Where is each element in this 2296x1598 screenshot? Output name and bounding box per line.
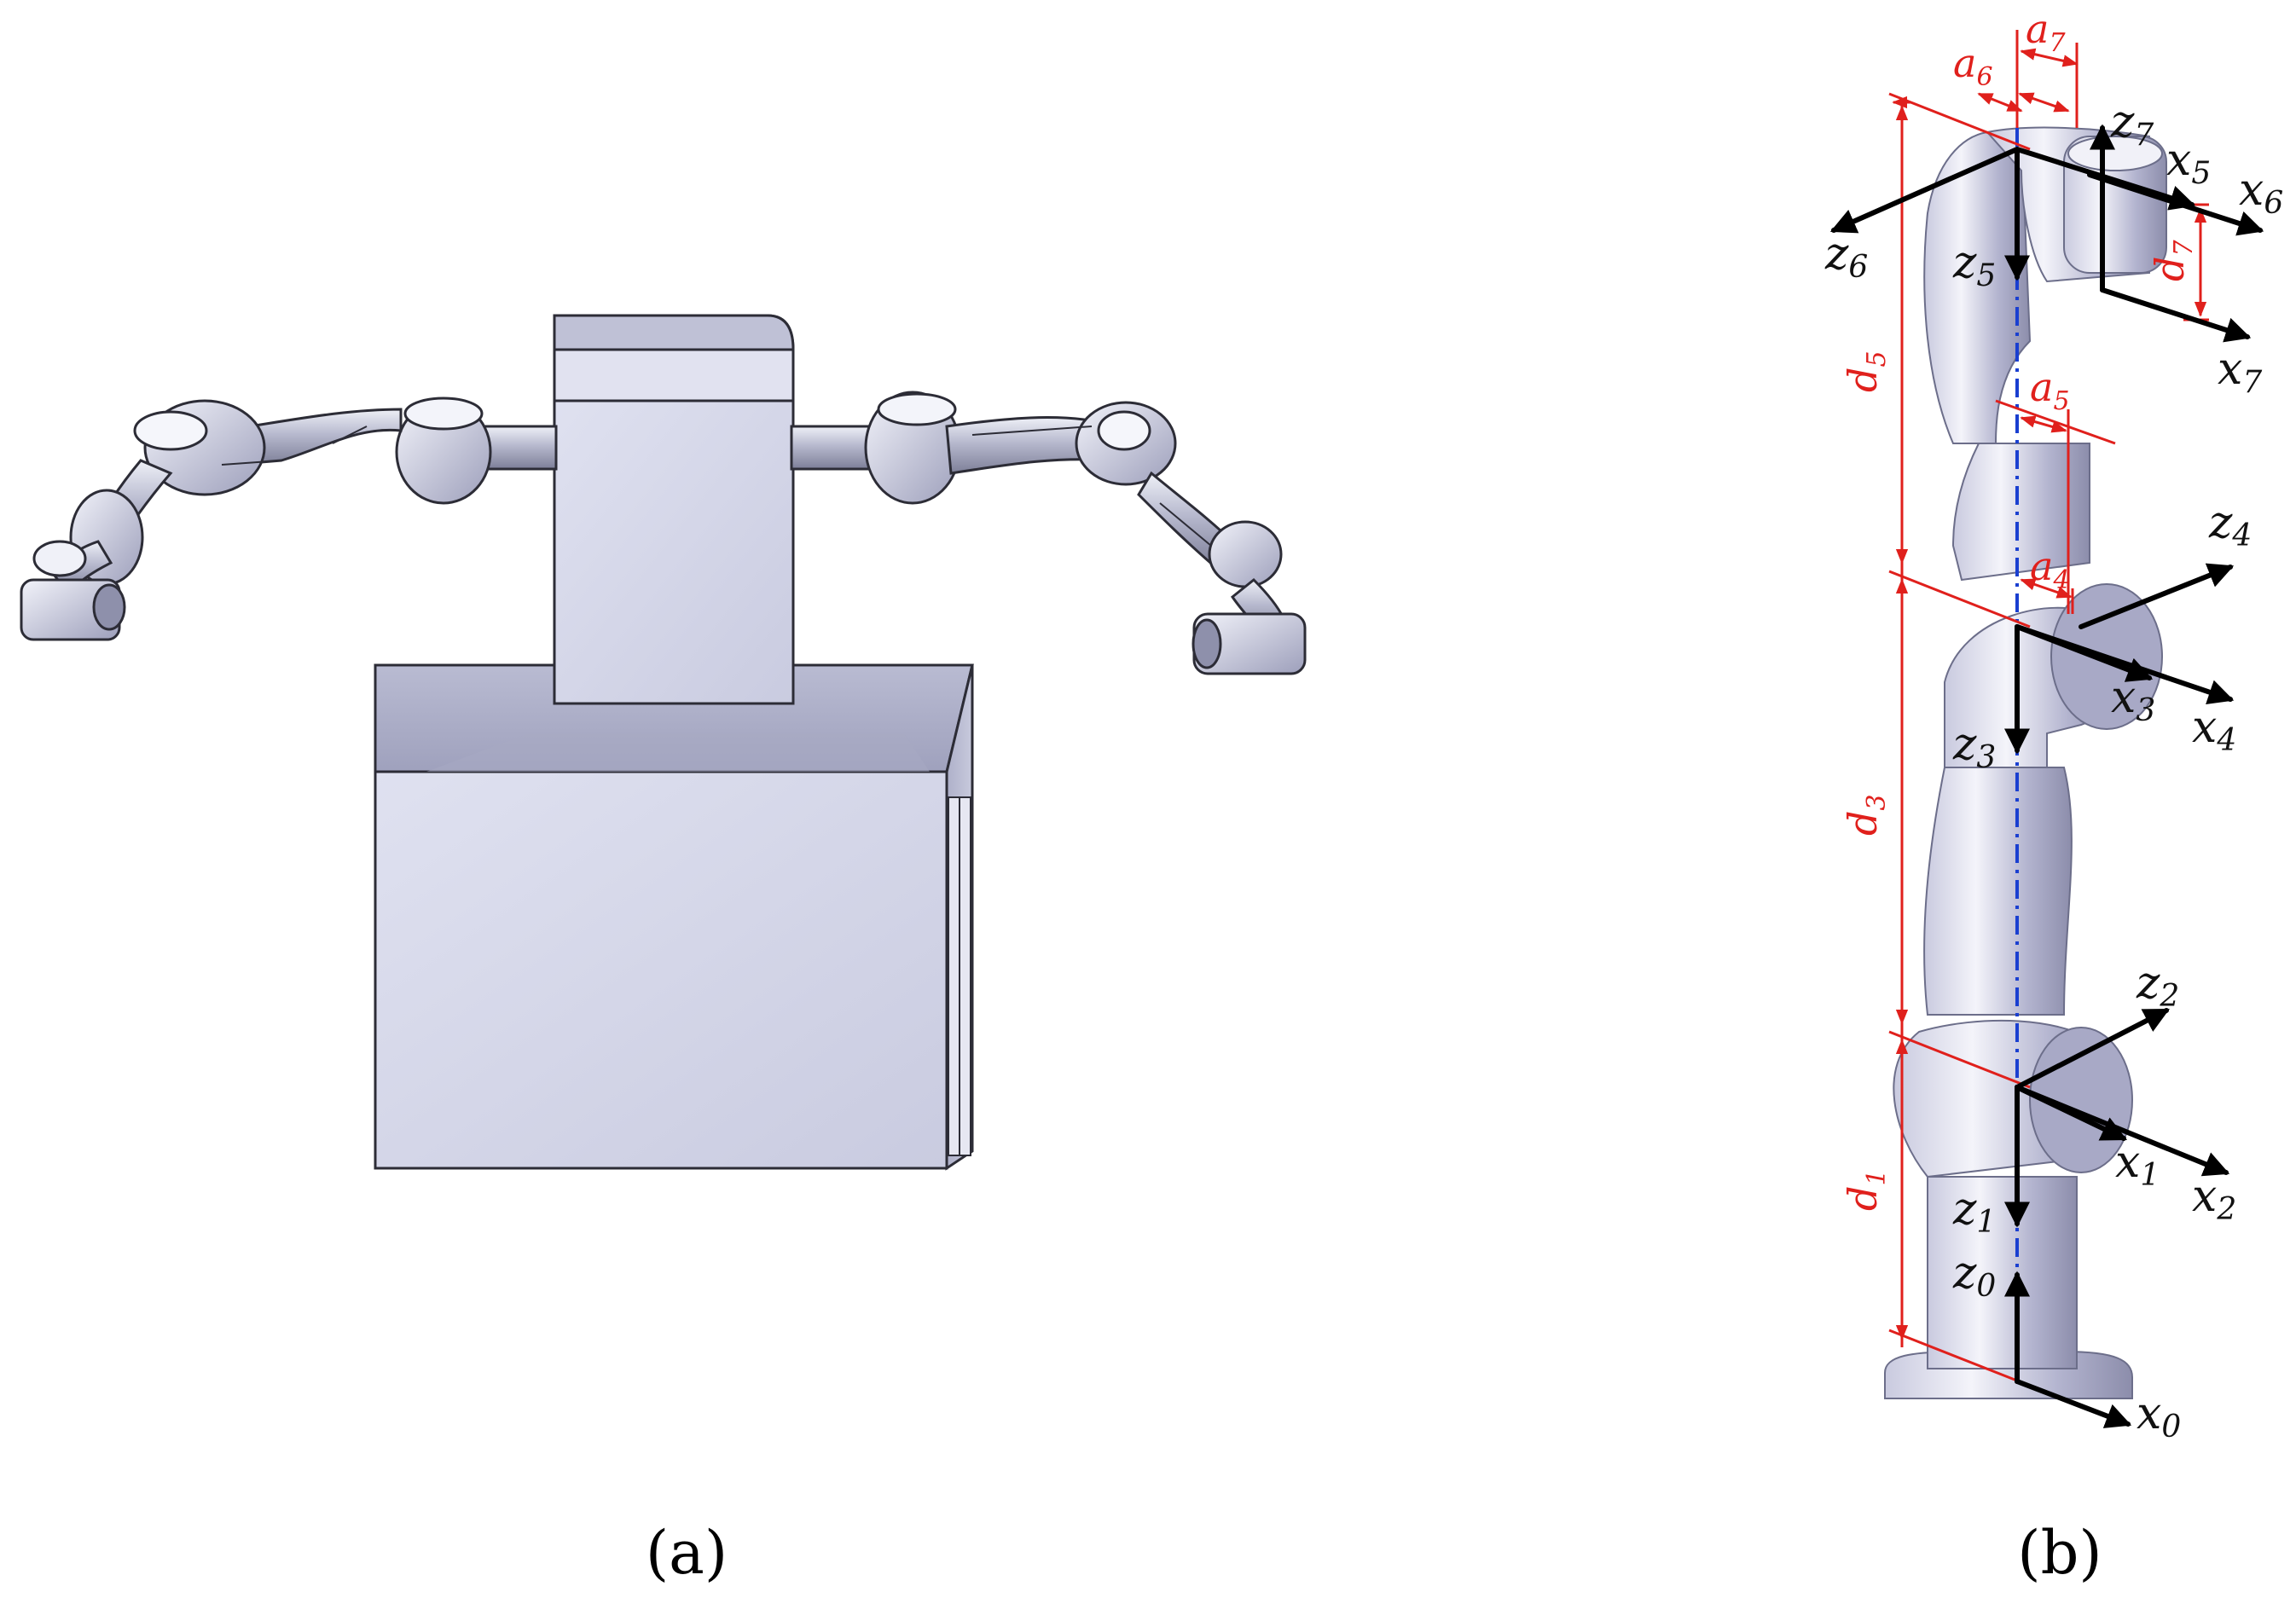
single-arm-body: [1884, 126, 2167, 1399]
axis-z6: [1829, 147, 2020, 234]
label-a7: a7: [2026, 6, 2066, 58]
label-a6: a6: [1953, 40, 1993, 92]
label-z6: z6: [1824, 229, 1868, 285]
axis-x6: [2087, 172, 2264, 236]
axis-x0: [2015, 1379, 2132, 1428]
label-x7: x7: [2218, 344, 2262, 400]
label-d5: d5: [1840, 350, 1892, 392]
axis-x2: [2015, 1085, 2230, 1177]
caption-b: (b): [2017, 1518, 2102, 1588]
robot-right-arm: [790, 391, 1307, 675]
label-z1: z1: [1952, 1184, 1996, 1240]
robot-cabinet-base: [374, 663, 974, 1171]
label-x2: x2: [2192, 1171, 2236, 1227]
axis-z4: [2079, 563, 2235, 629]
label-x5: x5: [2166, 135, 2211, 191]
label-z4: z4: [2208, 497, 2252, 553]
label-x0: x0: [2137, 1388, 2181, 1445]
dimension-lines: [1888, 30, 2209, 1387]
robot-torso: [553, 314, 795, 705]
label-d1: d1: [1840, 1169, 1892, 1211]
label-z7: z7: [2110, 96, 2154, 153]
label-x6: x6: [2239, 165, 2283, 221]
label-x4: x4: [2192, 702, 2236, 758]
axis-x4: [2015, 624, 2235, 704]
caption-a: (a): [646, 1518, 728, 1588]
frame-axes: [1829, 124, 2264, 1428]
label-z2: z2: [2136, 958, 2179, 1014]
label-a5: a5: [2030, 364, 2070, 416]
panel-a-dual-arm-robot: [20, 314, 1307, 1171]
axis-z2: [2015, 1008, 2171, 1090]
label-d3: d3: [1840, 794, 1892, 836]
robot-left-arm: [20, 397, 558, 641]
axis-x7: [2100, 287, 2252, 343]
